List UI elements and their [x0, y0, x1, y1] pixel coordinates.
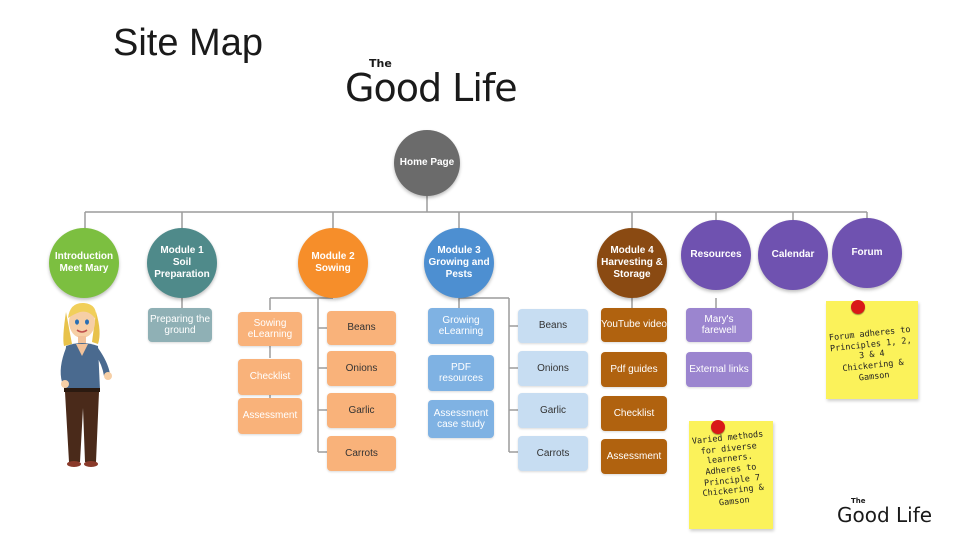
m3-item-growing-elearning[interactable]: Growing eLearning — [428, 308, 494, 344]
m1-item-label: Preparing the ground — [149, 313, 211, 337]
m2-right-label: Onions — [345, 362, 378, 374]
m4-item-label: Pdf guides — [610, 363, 658, 375]
m2-item-assessment[interactable]: Assessment — [238, 398, 302, 434]
logo-small-text: The — [851, 497, 866, 505]
m2-left-label: Sowing eLearning — [247, 317, 293, 341]
module-4-node[interactable]: Module 4 Harvesting & Storage — [597, 228, 667, 298]
m3-right-label: Beans — [538, 320, 568, 332]
module-4-label: Module 4 Harvesting & Storage — [601, 245, 663, 280]
resources-node[interactable]: Resources — [681, 220, 751, 290]
module-2-node[interactable]: Module 2 Sowing — [298, 228, 368, 298]
m3-item-carrots[interactable]: Carrots — [518, 436, 588, 471]
m2-left-label: Assessment — [242, 410, 298, 422]
m3-right-label: Onions — [537, 362, 569, 374]
forum-label: Forum — [851, 247, 883, 258]
m4-item-label: Checklist — [613, 407, 655, 419]
res-item-label: Mary's farewell — [701, 313, 737, 337]
module-1-label: Module 1 Soil Preparation — [154, 245, 210, 280]
forum-node[interactable]: Forum — [832, 218, 902, 288]
forum-note-text: Forum adheres to Principles 1, 2, 3 & 4 … — [828, 324, 913, 383]
logo-small-text: The — [369, 57, 392, 70]
m4-item-youtube-video[interactable]: YouTube video — [601, 308, 667, 342]
res-item-external-links[interactable]: External links — [686, 352, 752, 387]
m3-left-label: Assessment case study — [433, 407, 489, 431]
m3-left-label: PDF resources — [439, 361, 483, 385]
m4-item-checklist[interactable]: Checklist — [601, 396, 667, 431]
pin-icon — [851, 300, 865, 314]
m4-item-label: Assessment — [606, 450, 662, 462]
module-3-node[interactable]: Module 3 Growing and Pests — [424, 228, 494, 298]
m3-item-garlic[interactable]: Garlic — [518, 393, 588, 428]
m3-right-label: Garlic — [539, 404, 567, 416]
logo-big-text: Good Life — [837, 503, 933, 527]
m2-item-beans[interactable]: Beans — [327, 311, 396, 345]
m3-item-onions[interactable]: Onions — [518, 351, 588, 386]
m2-left-label: Checklist — [249, 371, 291, 383]
m2-item-onions[interactable]: Onions — [327, 351, 396, 386]
m3-item-pdf-resources[interactable]: PDF resources — [428, 355, 494, 391]
module-1-node[interactable]: Module 1 Soil Preparation — [147, 228, 217, 298]
m3-right-label: Carrots — [536, 447, 570, 459]
module-2-label: Module 2 Sowing — [311, 251, 355, 274]
module-3-label: Module 3 Growing and Pests — [428, 245, 490, 280]
resources-label: Resources — [690, 249, 742, 260]
calendar-label: Calendar — [771, 249, 815, 260]
forum-sticky-note: Forum adheres to Principles 1, 2, 3 & 4 … — [826, 300, 918, 399]
m4-item-label: YouTube video — [601, 319, 667, 331]
mary-character-illustration — [60, 302, 112, 467]
home-page-node[interactable]: Home Page — [394, 130, 460, 196]
m2-right-label: Beans — [347, 322, 376, 334]
res-item-marys-farewell[interactable]: Mary's farewell — [686, 308, 752, 342]
m3-item-assessment-case-study[interactable]: Assessment case study — [428, 400, 494, 438]
pin-icon — [711, 420, 725, 434]
m1-item-preparing[interactable]: Preparing the ground — [148, 308, 212, 342]
varied-methods-sticky-note: Varied methods for diverse learners. Adh… — [689, 420, 773, 529]
good-life-logo-small: The Good Life — [837, 497, 933, 527]
intro-label: Introduction Meet Mary — [54, 251, 114, 274]
varied-note-text: Varied methods for diverse learners. Adh… — [691, 429, 765, 509]
logo-big-text: Good Life — [345, 66, 518, 110]
calendar-node[interactable]: Calendar — [758, 220, 828, 290]
m2-item-sowing-elearning[interactable]: Sowing eLearning — [238, 312, 302, 346]
m2-item-carrots[interactable]: Carrots — [327, 436, 396, 471]
m4-item-pdf-guides[interactable]: Pdf guides — [601, 352, 667, 387]
m2-item-garlic[interactable]: Garlic — [327, 393, 396, 428]
page-title: Site Map — [113, 22, 263, 64]
m2-right-label: Garlic — [348, 404, 375, 416]
m2-right-label: Carrots — [345, 447, 378, 459]
home-page-label: Home Page — [399, 157, 455, 168]
m3-left-label: Growing eLearning — [438, 314, 484, 338]
m2-item-checklist[interactable]: Checklist — [238, 359, 302, 395]
res-item-label: External links — [689, 363, 749, 375]
intro-node[interactable]: Introduction Meet Mary — [49, 228, 119, 298]
good-life-logo: The Good Life — [345, 57, 518, 110]
m3-item-beans[interactable]: Beans — [518, 309, 588, 343]
m4-item-assessment[interactable]: Assessment — [601, 439, 667, 474]
